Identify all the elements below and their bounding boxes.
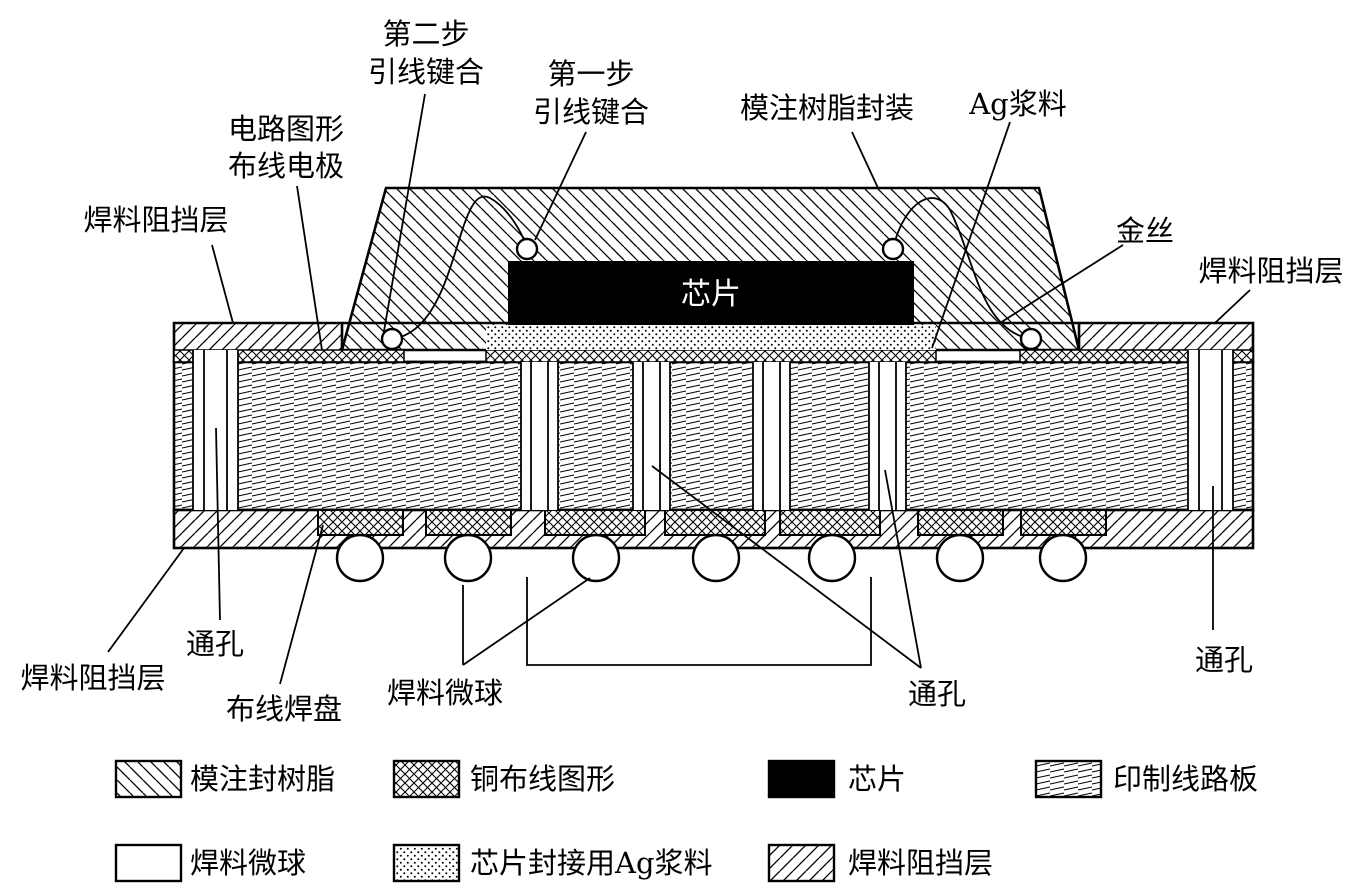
legend: 模注封树脂 铜布线图形 芯片 印制线路板 焊料微球 芯片封接用Ag浆料 焊料阻挡… xyxy=(114,759,1258,883)
bond-ball xyxy=(380,327,404,351)
via xyxy=(752,362,791,510)
legend-label: 芯片 xyxy=(848,762,906,796)
via xyxy=(632,362,671,510)
legend-item-ag-paste: 芯片封接用Ag浆料 xyxy=(392,843,713,883)
vias xyxy=(192,350,1234,510)
legend-swatch xyxy=(392,843,461,883)
gold-wire-left xyxy=(391,195,528,340)
chip xyxy=(508,261,914,325)
solder-balls xyxy=(335,533,1088,583)
legend-swatch xyxy=(114,759,183,799)
solder-ball xyxy=(571,533,621,583)
solder-ball xyxy=(1038,533,1088,583)
legend-item-chip: 芯片 xyxy=(767,759,906,799)
label-step1-line1: 第一步 xyxy=(547,57,634,91)
ag-paste-layer xyxy=(486,325,936,350)
bond-ball xyxy=(881,237,905,261)
legend-label: 焊料微球 xyxy=(190,846,306,880)
label-solder-resist-top-left: 焊料阻挡层 xyxy=(83,203,228,237)
label-solder-resist-bottom-left: 焊料阻挡层 xyxy=(20,661,165,695)
wiring-pad xyxy=(317,509,404,536)
via xyxy=(520,362,559,510)
bottom-wiring-pads xyxy=(317,509,1107,536)
bond-ball xyxy=(515,237,539,261)
annotations: 第二步 引线键合 第一步 引线键合 模注树脂封装 Ag浆料 电路图形 布线电极 … xyxy=(20,17,1343,726)
label-via-center: 通孔 xyxy=(908,677,966,711)
legend-item-solder-ball: 焊料微球 xyxy=(114,843,306,883)
chip-label: 芯片 xyxy=(681,277,741,312)
wiring-pad xyxy=(544,509,646,536)
legend-label: 模注封树脂 xyxy=(190,762,335,796)
gold-wire-right xyxy=(892,197,1032,340)
wiring-pad xyxy=(1020,509,1107,536)
bond-ball xyxy=(1019,327,1043,351)
label-ag-paste: Ag浆料 xyxy=(968,87,1067,121)
label-mold-seal: 模注树脂封装 xyxy=(740,91,914,125)
solder-ball xyxy=(691,533,741,583)
die-attach-pad xyxy=(485,349,937,363)
wiring-pad xyxy=(425,509,512,536)
legend-item-pcb: 印制线路板 xyxy=(1034,759,1258,799)
label-via-right: 通孔 xyxy=(1195,643,1253,677)
solder-ball xyxy=(935,533,985,583)
legend-item-mold-resin: 模注封树脂 xyxy=(114,759,335,799)
legend-label: 芯片封接用Ag浆料 xyxy=(470,846,713,880)
legend-label: 铜布线图形 xyxy=(470,762,615,796)
solder-ball xyxy=(807,533,857,583)
solder-ball xyxy=(335,533,385,583)
legend-swatch xyxy=(392,759,461,799)
legend-swatch xyxy=(1034,759,1103,799)
label-wiring-pad: 布线焊盘 xyxy=(226,692,342,726)
legend-label: 焊料阻挡层 xyxy=(848,846,993,880)
legend-item-copper-wiring: 铜布线图形 xyxy=(392,759,615,799)
wiring-pad xyxy=(917,509,1004,536)
legend-swatch xyxy=(114,843,183,883)
label-circuit-line2: 布线电极 xyxy=(228,149,344,183)
leader-lines xyxy=(107,93,1251,685)
via-right xyxy=(1187,350,1234,510)
solder-ball xyxy=(443,533,493,583)
wiring-pad xyxy=(779,509,881,536)
legend-label: 印制线路板 xyxy=(1113,762,1258,796)
legend-swatch xyxy=(767,759,836,799)
legend-swatch xyxy=(767,843,836,883)
label-via-left: 通孔 xyxy=(186,627,244,661)
label-step2-line2: 引线键合 xyxy=(368,55,484,89)
label-step1-line2: 引线键合 xyxy=(533,95,649,129)
label-solder-resist-top-right: 焊料阻挡层 xyxy=(1198,254,1343,288)
label-solder-ball: 焊料微球 xyxy=(387,676,503,710)
label-gold-wire: 金丝 xyxy=(1116,214,1174,248)
label-step2-line1: 第二步 xyxy=(382,17,469,51)
label-circuit-line1: 电路图形 xyxy=(228,112,344,146)
legend-item-solder-resist: 焊料阻挡层 xyxy=(767,843,993,883)
pcb-core xyxy=(172,360,1255,512)
